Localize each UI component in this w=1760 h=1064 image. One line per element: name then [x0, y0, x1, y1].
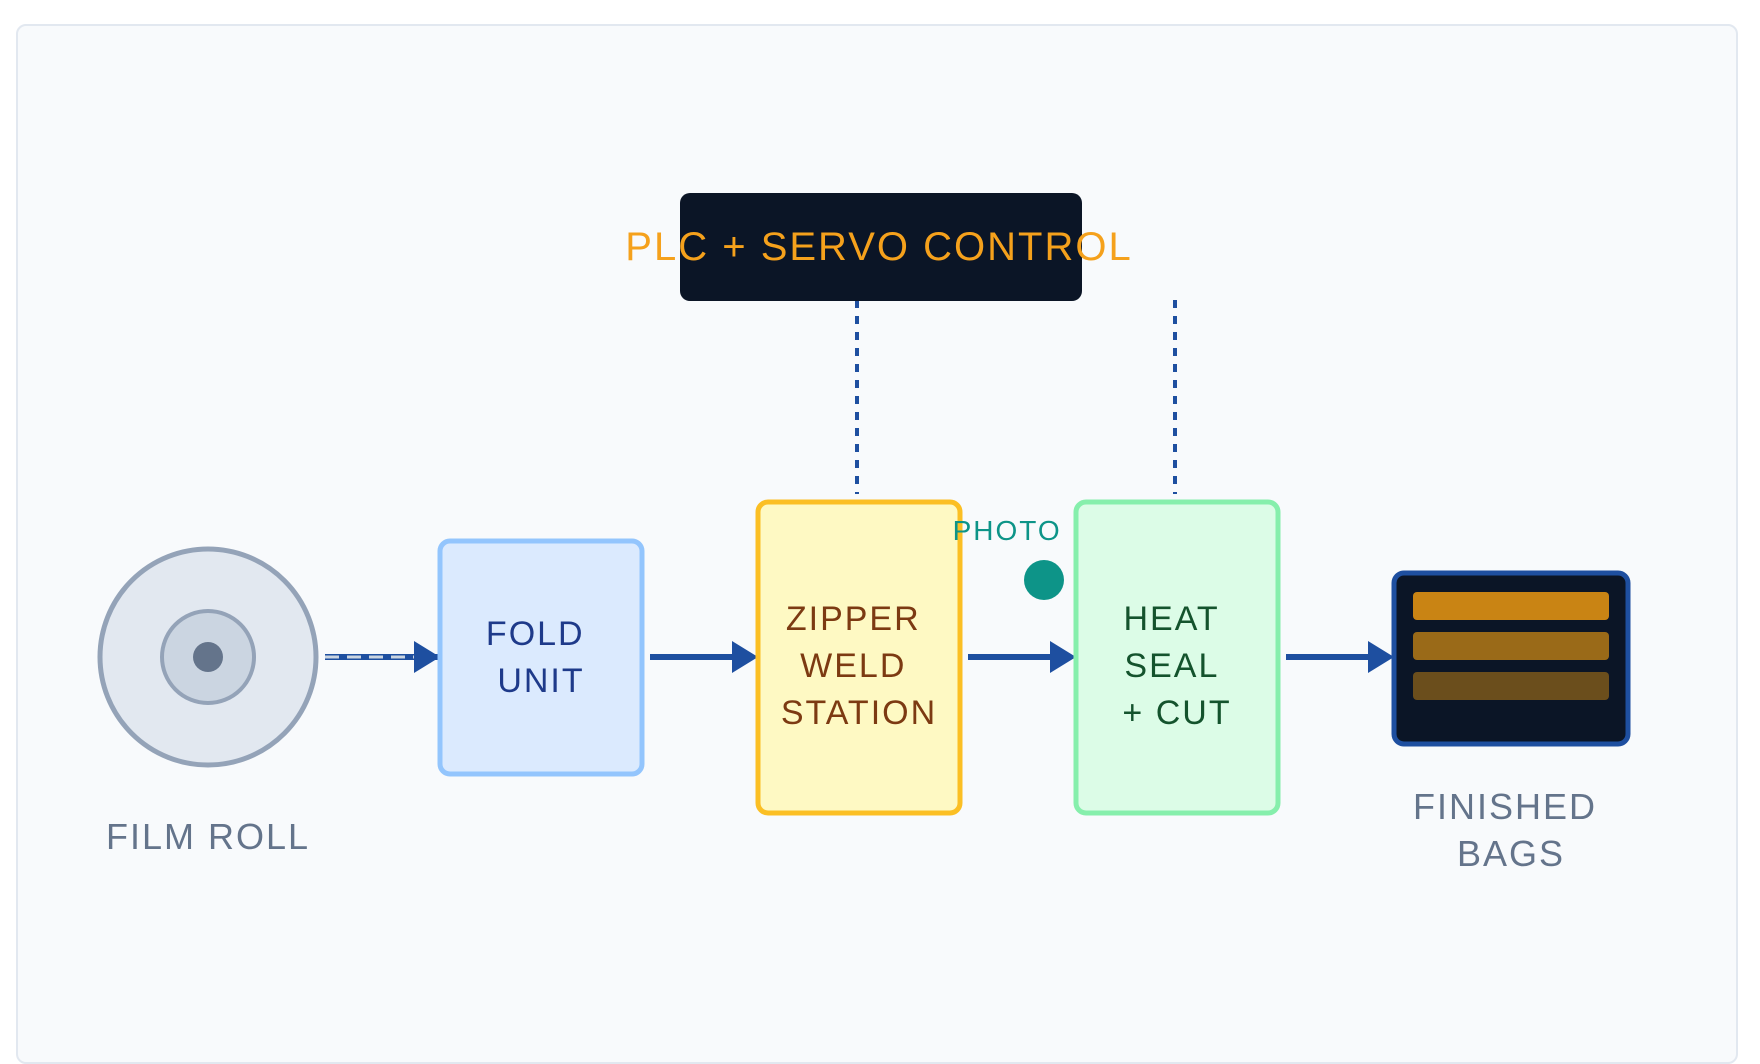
arrowhead-roll-to-fold	[414, 641, 440, 673]
bag-stripe-3	[1413, 672, 1609, 700]
fold-unit-label: FOLD UNIT	[486, 615, 596, 700]
film-roll-core	[193, 642, 223, 672]
fold-unit-box	[437, 538, 645, 777]
arrowhead-fold-to-zipper	[732, 641, 758, 673]
zipper-weld-box	[755, 499, 963, 816]
zipper-weld-line-2: WELD	[800, 647, 906, 685]
bag-stripe-1	[1413, 592, 1609, 620]
zipper-weld-label: ZIPPER WELD STATION	[781, 600, 937, 732]
heat-seal-cut: HEAT SEAL + CUT	[1073, 499, 1281, 816]
heat-seal-label: HEAT SEAL + CUT	[1122, 600, 1231, 732]
zipper-weld-station: ZIPPER WELD STATION	[755, 499, 963, 816]
plc-servo-control: PLC + SERVO CONTROL	[625, 193, 1132, 301]
finished-bags-line-1: FINISHED	[1413, 786, 1597, 827]
fold-unit-line-2: UNIT	[497, 662, 584, 700]
heat-seal-line-3: + CUT	[1122, 694, 1231, 732]
finished-bags: FINISHED BAGS	[1391, 570, 1631, 874]
film-roll-label: FILM ROLL	[106, 816, 310, 857]
film-roll: FILM ROLL	[97, 546, 319, 857]
heat-seal-box	[1073, 499, 1281, 816]
plc-box	[680, 193, 1082, 301]
fold-unit-line-1: FOLD	[486, 615, 585, 653]
plc-label: PLC + SERVO CONTROL	[625, 225, 1132, 269]
photo-eye-sensor	[1024, 560, 1064, 600]
arrowhead-zipper-to-heat	[1050, 641, 1076, 673]
fold-unit: FOLD UNIT	[437, 538, 645, 777]
zipper-weld-line-1: ZIPPER	[786, 600, 921, 638]
heat-seal-line-2: SEAL	[1124, 647, 1218, 685]
heat-seal-line-1: HEAT	[1124, 600, 1220, 638]
bag-stripe-2	[1413, 632, 1609, 660]
zipper-weld-line-3: STATION	[781, 694, 937, 732]
finished-bags-label: FINISHED BAGS	[1413, 786, 1609, 874]
finished-bags-line-2: BAGS	[1457, 833, 1565, 874]
arrowhead-heat-to-bags	[1368, 641, 1394, 673]
